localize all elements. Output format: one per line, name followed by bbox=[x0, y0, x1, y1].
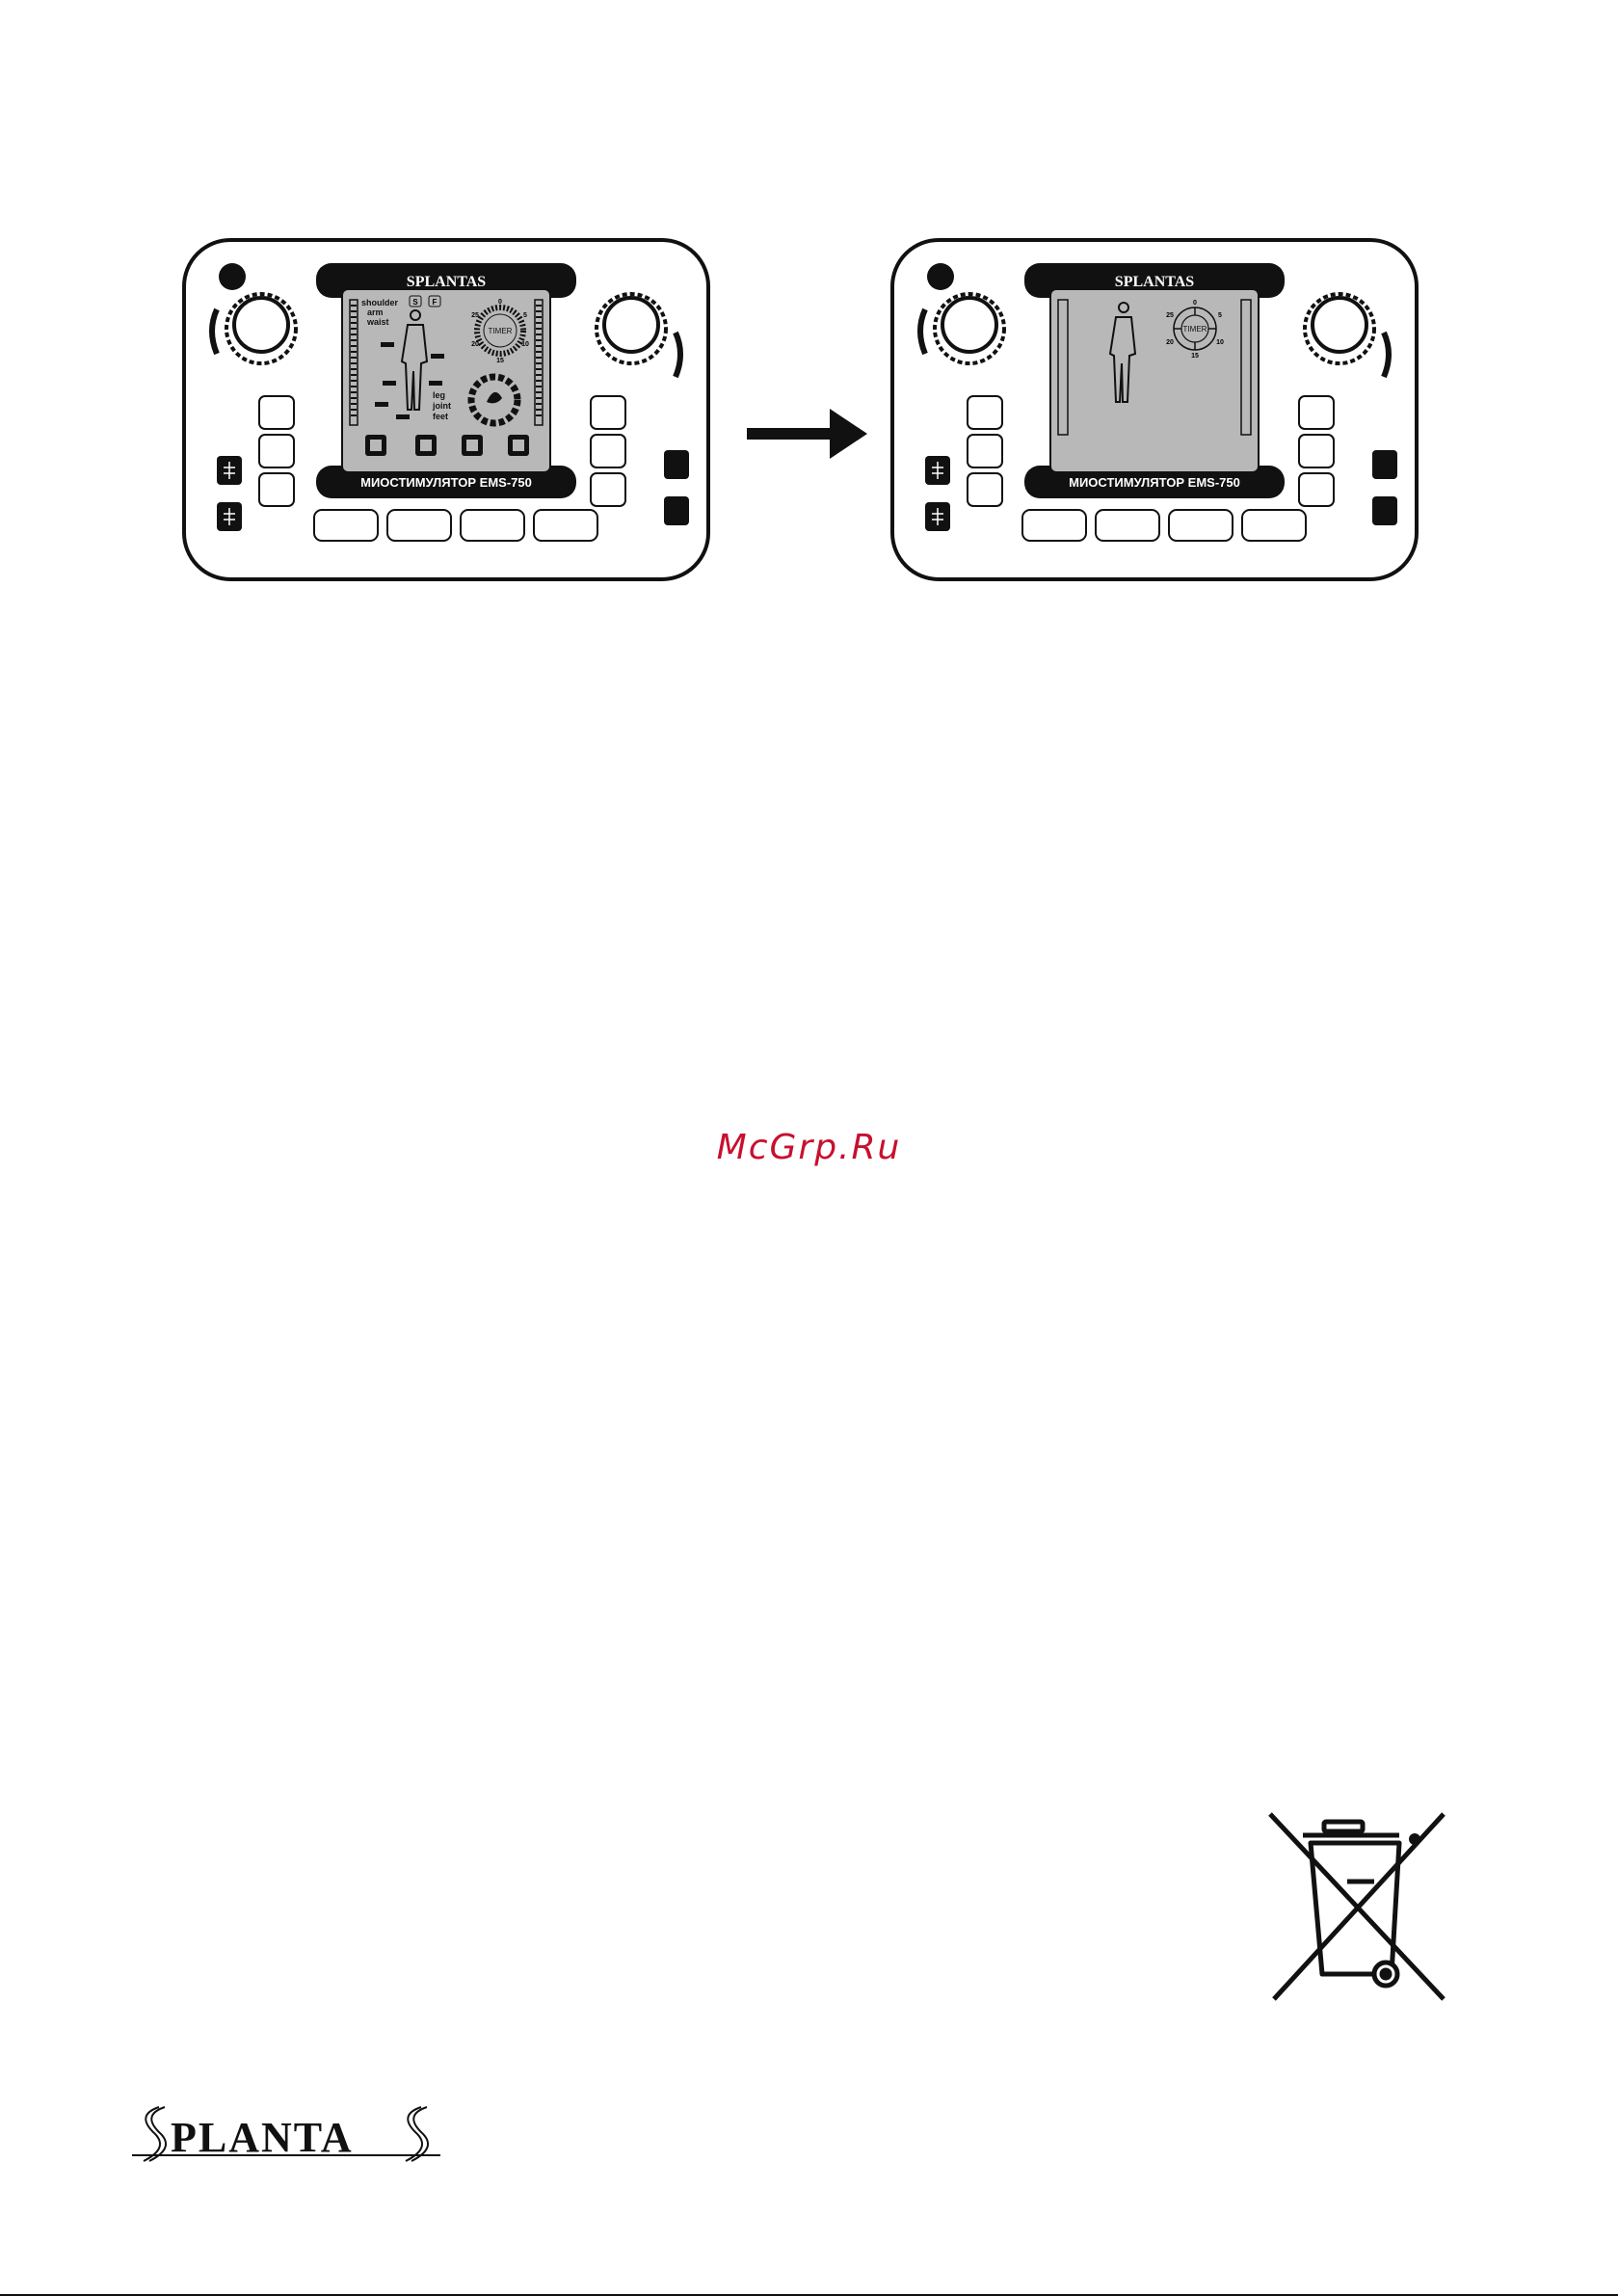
svg-text:5: 5 bbox=[1218, 312, 1222, 319]
mode-badge-f: F bbox=[433, 298, 438, 307]
watermark-text[interactable]: McGrp.Ru bbox=[0, 1128, 1618, 1167]
svg-text:25: 25 bbox=[471, 312, 479, 319]
bottom-button-3[interactable] bbox=[1169, 510, 1233, 541]
zone-label: waist bbox=[366, 317, 389, 327]
svg-text:0: 0 bbox=[1193, 300, 1197, 307]
svg-text:15: 15 bbox=[496, 358, 504, 364]
svg-text:20: 20 bbox=[471, 341, 479, 348]
device-illustration-before: SPLANTAS МИОСТИМУЛЯТОР EMS-750 shoulder … bbox=[176, 236, 716, 583]
zone-label: joint bbox=[432, 401, 451, 411]
model-label: МИОСТИМУЛЯТОР EMS-750 bbox=[360, 475, 532, 490]
zone-label: feet bbox=[433, 412, 448, 421]
left-button-3[interactable] bbox=[259, 473, 294, 506]
band-logo: SPLANTAS bbox=[1115, 274, 1194, 290]
model-label: МИОСТИМУЛЯТОР EMS-750 bbox=[1069, 475, 1240, 490]
bottom-button-3[interactable] bbox=[461, 510, 524, 541]
right-button-3[interactable] bbox=[591, 473, 625, 506]
bottom-button-1[interactable] bbox=[314, 510, 378, 541]
svg-text:20: 20 bbox=[1166, 339, 1174, 346]
left-button-2[interactable] bbox=[968, 435, 1002, 467]
svg-text:5: 5 bbox=[523, 312, 527, 319]
svg-text:15: 15 bbox=[1191, 353, 1199, 360]
bottom-button-2[interactable] bbox=[1096, 510, 1159, 541]
svg-text:TIMER: TIMER bbox=[1183, 325, 1207, 334]
bottom-button-4[interactable] bbox=[1242, 510, 1306, 541]
side-tile-2 bbox=[664, 496, 689, 525]
svg-text:0: 0 bbox=[498, 299, 502, 306]
right-button-1[interactable] bbox=[1299, 396, 1334, 429]
bottom-button-1[interactable] bbox=[1022, 510, 1086, 541]
right-button-2[interactable] bbox=[591, 435, 625, 467]
right-button-3[interactable] bbox=[1299, 473, 1334, 506]
svg-text:PLANTA: PLANTA bbox=[171, 2114, 354, 2161]
zone-label: shoulder bbox=[361, 298, 399, 307]
svg-text:TIMER: TIMER bbox=[489, 327, 513, 335]
bottom-button-4[interactable] bbox=[534, 510, 597, 541]
side-tile-1 bbox=[664, 450, 689, 479]
left-button-3[interactable] bbox=[968, 473, 1002, 506]
weee-crossed-bin-icon bbox=[1264, 1810, 1447, 2003]
right-button-2[interactable] bbox=[1299, 435, 1334, 467]
right-button-1[interactable] bbox=[591, 396, 625, 429]
side-tile-2 bbox=[1372, 496, 1397, 525]
svg-text:10: 10 bbox=[521, 341, 529, 348]
svg-text:10: 10 bbox=[1216, 339, 1224, 346]
mode-badge-s: S bbox=[412, 298, 418, 307]
left-button-1[interactable] bbox=[968, 396, 1002, 429]
zone-label: arm bbox=[367, 307, 384, 317]
power-indicator-icon bbox=[927, 263, 954, 290]
bottom-button-2[interactable] bbox=[387, 510, 451, 541]
band-logo: SPLANTAS bbox=[407, 274, 486, 290]
power-indicator-icon bbox=[219, 263, 246, 290]
zone-label: leg bbox=[433, 390, 445, 400]
left-button-1[interactable] bbox=[259, 396, 294, 429]
side-tile-1 bbox=[1372, 450, 1397, 479]
device-illustration-after: SPLANTAS МИОСТИМУЛЯТОР EMS-750 TIMER 0 5… bbox=[885, 236, 1424, 583]
splantas-logo: PLANTA bbox=[132, 2099, 450, 2167]
svg-text:25: 25 bbox=[1166, 312, 1174, 319]
right-arrow-icon bbox=[747, 405, 867, 463]
left-button-2[interactable] bbox=[259, 435, 294, 467]
